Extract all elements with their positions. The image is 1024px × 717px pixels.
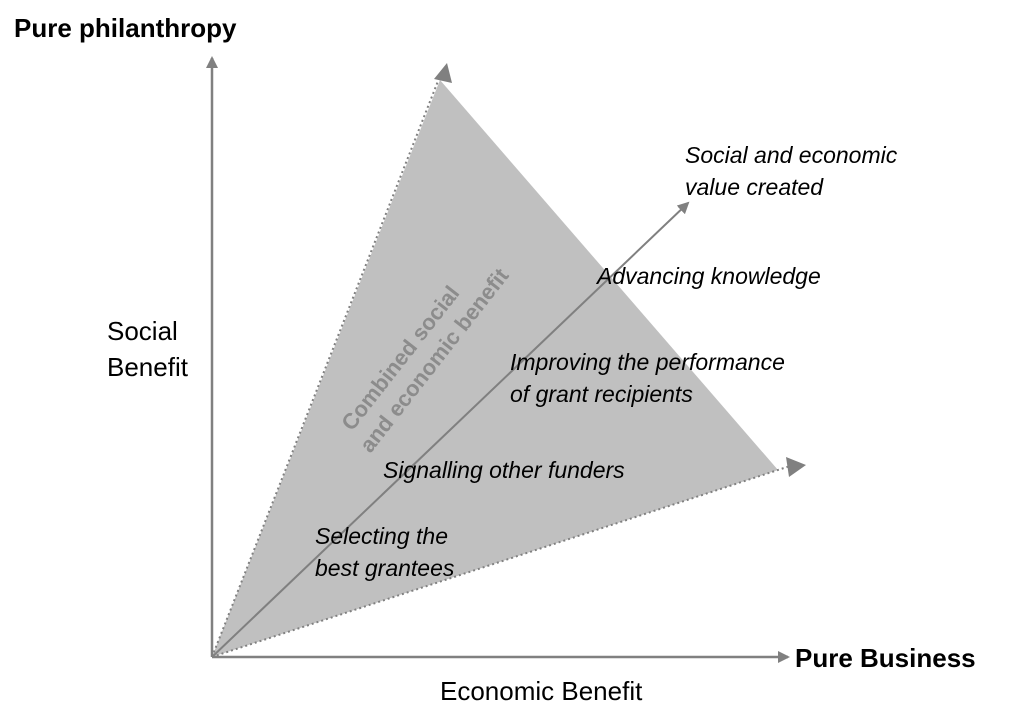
combined-benefit-region	[212, 80, 778, 657]
region-lower-boundary	[211, 465, 791, 658]
step-signalling-funders: Signalling other funders	[383, 457, 625, 483]
right-label: Pure Business	[795, 643, 976, 673]
value-created-arrow	[211, 201, 690, 658]
lower-boundary-arrowhead	[786, 457, 806, 477]
x-axis-label: Economic Benefit	[440, 676, 643, 706]
step-improving-performance: Improving the performance of grant recip…	[510, 349, 791, 407]
y-axis-label: Social Benefit	[107, 316, 189, 382]
step-advancing-knowledge: Advancing knowledge	[595, 263, 821, 289]
region-upper-boundary	[211, 75, 441, 658]
upper-boundary-arrowhead	[434, 63, 452, 83]
step-selecting-grantees: Selecting the best grantees	[315, 523, 455, 581]
value-created-label: Social and economic value created	[685, 142, 904, 200]
top-label: Pure philanthropy	[14, 13, 237, 43]
